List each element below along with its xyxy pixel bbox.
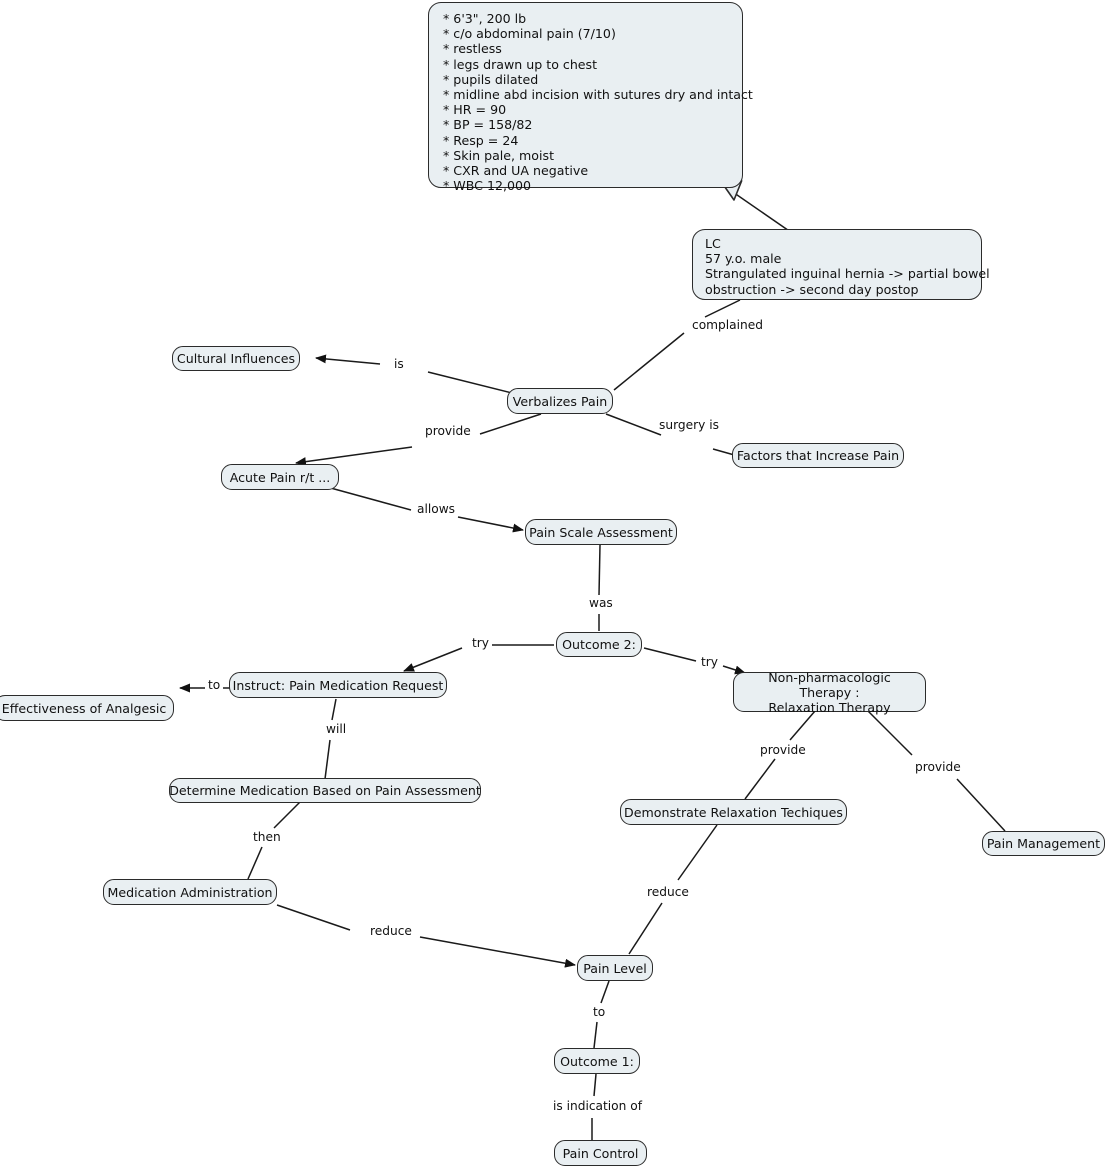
vitals-line: * HR = 90 — [443, 102, 507, 118]
node-pain-management[interactable]: Pain Management — [982, 831, 1105, 856]
edge-patient-verbalizes-2 — [613, 332, 685, 391]
vitals-callout-box: * 6'3", 200 lb * c/o abdominal pain (7/1… — [428, 2, 753, 193]
node-pain-control[interactable]: Pain Control — [554, 1140, 647, 1166]
node-pain-scale-assessment[interactable]: Pain Scale Assessment — [525, 519, 677, 545]
edge-painlevel-outcome1-b — [593, 1021, 598, 1049]
vitals-line: * Skin pale, moist — [443, 147, 555, 163]
edge-verbalizes-factors-a — [605, 413, 662, 436]
node-non-pharmacologic-therapy[interactable]: Non-pharmacologic Therapy : Relaxation T… — [733, 669, 926, 715]
node-outcome-2[interactable]: Outcome 2: — [556, 632, 642, 657]
patient-line: Strangulated inguinal hernia -> partial … — [705, 266, 990, 282]
node-demonstrate-relaxation-techiques[interactable]: Demonstrate Relaxation Techiques — [620, 799, 847, 825]
edge-verbalizes-acute-a — [479, 413, 542, 435]
node-factors-that-increase-pain[interactable]: Factors that Increase Pain — [732, 443, 904, 468]
edge-painlevel-outcome1-a — [600, 980, 610, 1004]
patient-line: 57 y.o. male — [705, 251, 782, 267]
edge-nonpharm-painmgmt-a — [867, 710, 913, 756]
vitals-line: * pupils dilated — [443, 71, 539, 87]
edge-acute-painscale-a — [326, 486, 412, 511]
edge-label-to-outcome1: to — [591, 1005, 608, 1019]
vitals-line: * BP = 158/82 — [443, 117, 533, 133]
node-non-pharmacologic-therapy-line1: Non-pharmacologic Therapy : — [768, 669, 891, 700]
edge-patient-verbalizes — [704, 299, 741, 318]
edge-label-will: will — [324, 722, 349, 736]
edge-label-reduce-medication: reduce — [368, 924, 414, 938]
node-medication-administration[interactable]: Medication Administration — [103, 879, 277, 905]
edge-demo-painlevel-b — [628, 902, 663, 955]
edge-verbalizes-cultural-b — [315, 354, 381, 365]
node-determine-medication-based-on-pain-assessment[interactable]: Determine Medication Based on Pain Asses… — [169, 778, 481, 803]
edge-label-provide-pain-management: provide — [913, 760, 963, 774]
patient-line: LC — [705, 236, 721, 251]
node-effectiveness-of-analgesic[interactable]: Effectiveness of Analgesic — [0, 695, 174, 721]
vitals-line: * 6'3", 200 lb — [443, 11, 527, 26]
edge-label-complained: complained — [690, 318, 765, 332]
edge-label-to-analgesic: to — [206, 678, 223, 692]
vitals-line: * midline abd incision with sutures dry … — [443, 87, 753, 103]
node-pain-level[interactable]: Pain Level — [577, 955, 653, 981]
node-outcome-1[interactable]: Outcome 1: — [554, 1048, 640, 1074]
vitals-line: * WBC 12,000 — [443, 178, 532, 194]
edge-nonpharm-painmgmt-b — [956, 778, 1006, 832]
edge-instruct-determine-b — [324, 739, 331, 780]
edge-outcome2-nonpharm-a — [643, 647, 697, 662]
edge-label-then: then — [251, 830, 283, 844]
node-verbalizes-pain[interactable]: Verbalizes Pain — [507, 388, 613, 414]
patient-line: obstruction -> second day postop — [705, 281, 919, 297]
edge-label-try-right: try — [699, 655, 721, 669]
edge-label-is-indication-of: is indication of — [551, 1099, 644, 1113]
edge-label-provide-demo: provide — [758, 743, 808, 757]
edge-medadmin-painlevel-b — [419, 936, 576, 968]
edge-outcome2-instruct-b — [403, 647, 463, 672]
node-acute-pain[interactable]: Acute Pain r/t ... — [221, 464, 339, 490]
edge-painscale-outcome2-a — [598, 544, 601, 596]
edge-outcome1-paincontrol-a — [593, 1073, 597, 1097]
edge-demo-painlevel-a — [677, 824, 718, 881]
edge-determine-medadmin-b — [247, 846, 263, 880]
node-instruct-pain-medication-request[interactable]: Instruct: Pain Medication Request — [229, 672, 447, 698]
edge-nonpharm-demo-a — [789, 710, 816, 741]
edge-acute-painscale-b — [457, 516, 524, 533]
edge-label-was: was — [587, 596, 615, 610]
vitals-line: * restless — [443, 41, 502, 57]
edge-verbalizes-cultural-a — [427, 371, 513, 394]
edge-label-surgery-is: surgery is — [657, 418, 721, 432]
edge-determine-medadmin-a — [273, 801, 301, 829]
vitals-line: * Resp = 24 — [443, 132, 519, 148]
edge-label-reduce-demo: reduce — [645, 885, 691, 899]
vitals-line: * legs drawn up to chest — [443, 56, 598, 72]
node-non-pharmacologic-therapy-line2: Relaxation Therapy — [768, 699, 891, 715]
vitals-line: * CXR and UA negative — [443, 163, 589, 179]
patient-info-box: LC 57 y.o. male Strangulated inguinal he… — [692, 229, 990, 300]
edge-label-provide-acute: provide — [423, 424, 473, 438]
edge-nonpharm-demo-b — [744, 758, 776, 800]
edge-verbalizes-acute-b — [295, 446, 413, 467]
edge-medadmin-painlevel-a — [276, 904, 351, 931]
edge-label-is: is — [392, 357, 406, 371]
edge-label-try-left: try — [470, 636, 492, 650]
edge-label-allows: allows — [415, 502, 458, 516]
edge-instruct-determine-a — [331, 698, 337, 721]
vitals-line: * c/o abdominal pain (7/10) — [443, 26, 616, 42]
node-cultural-influences[interactable]: Cultural Influences — [172, 346, 300, 371]
